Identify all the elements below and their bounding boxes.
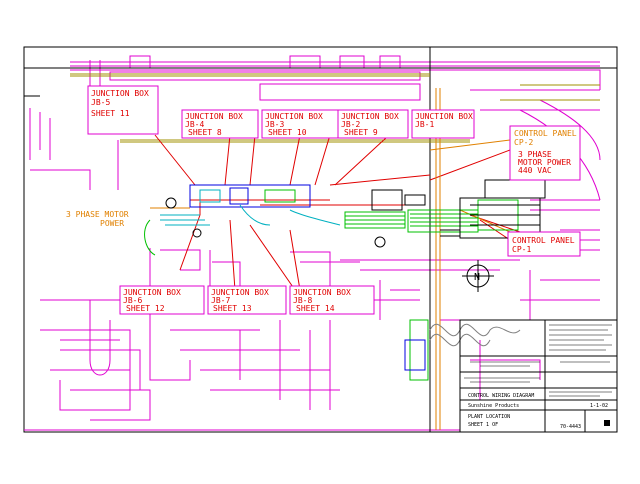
north-label: N: [474, 272, 480, 283]
cp2-line3: 440 VAC: [518, 166, 552, 175]
labels: JUNCTION BOX JB-5 SHEET 11 JUNCTION BOX …: [66, 89, 577, 313]
motor-line2: POWER: [100, 219, 124, 228]
cp2-line2: MOTOR POWER: [518, 158, 571, 167]
jb2-sheet: SHEET 9: [344, 128, 378, 137]
title-block-notes: [464, 324, 612, 397]
jb1-code: JB-1: [415, 120, 434, 129]
revision-date: 1-1-02: [590, 403, 608, 409]
drawing-title: CONTROL WIRING DIAGRAM: [468, 393, 534, 399]
jb8-code: JB-8: [293, 296, 312, 305]
cp2-code: CP-2: [514, 138, 533, 147]
title-block-marker: [604, 420, 610, 426]
cp1-title: CONTROL PANEL: [512, 236, 575, 245]
company-name: Sunshine Products: [468, 403, 519, 409]
jb7-code: JB-7: [211, 296, 230, 305]
cp2-line1: 3 PHASE: [518, 150, 552, 159]
jb3-sheet: SHEET 10: [268, 128, 307, 137]
jb3-code: JB-3: [265, 120, 284, 129]
north-arrow-icon: N: [462, 260, 494, 292]
title-block: [459, 319, 618, 433]
motor-line1: 3 PHASE MOTOR: [66, 210, 129, 219]
jb2-code: JB-2: [341, 120, 360, 129]
wiring-red: [154, 124, 521, 291]
cp2-title: CONTROL PANEL: [514, 129, 577, 138]
drawing-number: 70-4443: [560, 424, 581, 430]
jb2-title: JUNCTION BOX: [341, 112, 399, 121]
jb6-title: JUNCTION BOX: [123, 288, 181, 297]
jb4-code: JB-4: [185, 120, 204, 129]
jb4-title: JUNCTION BOX: [185, 112, 243, 121]
jb6-code: JB-6: [123, 296, 142, 305]
jb4-sheet: SHEET 8: [188, 128, 222, 137]
equipment-cluster: [160, 184, 426, 371]
sheet-number: SHEET 1 OF: [468, 422, 498, 428]
plant-location: PLANT LOCATION: [468, 414, 510, 420]
cp1-code: CP-1: [512, 245, 531, 254]
jb5-code: JB-5: [91, 98, 110, 107]
jb8-sheet: SHEET 14: [296, 304, 335, 313]
drawing-border: [23, 46, 618, 433]
wave-lines: [429, 323, 521, 347]
title-block-text: CONTROL WIRING DIAGRAM Sunshine Products…: [468, 393, 608, 430]
jb3-title: JUNCTION BOX: [265, 112, 323, 121]
track-lines: [70, 73, 600, 143]
jb5-title: JUNCTION BOX: [91, 89, 149, 98]
control-panel-machine: [165, 179, 546, 248]
jb8-title: JUNCTION BOX: [293, 288, 351, 297]
jb6-sheet: SHEET 12: [126, 304, 165, 313]
jb7-sheet: SHEET 13: [213, 304, 252, 313]
jb1-title: JUNCTION BOX: [415, 112, 473, 121]
jb7-title: JUNCTION BOX: [211, 288, 269, 297]
label-boxes: [87, 85, 581, 315]
jb5-sheet: SHEET 11: [91, 109, 130, 118]
